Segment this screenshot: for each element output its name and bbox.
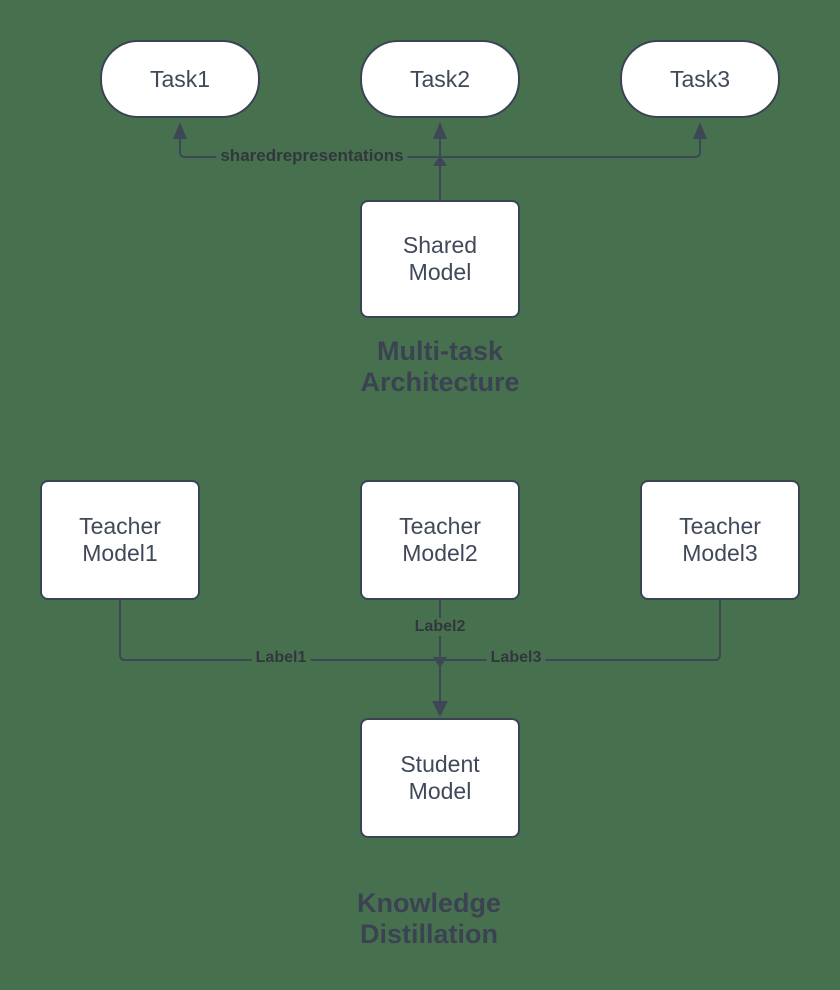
node-task1: Task1: [100, 40, 260, 118]
node-task3: Task3: [620, 40, 780, 118]
section-title-knowledge-distillation: Knowledge Distillation: [356, 888, 502, 949]
junction-chevron-up-icon: [433, 155, 447, 166]
section-title-multi-task: Multi-task Architecture: [360, 336, 520, 397]
connector-teacher3-to-junction: [440, 600, 721, 661]
node-task2: Task2: [360, 40, 520, 118]
arrowhead-task1-icon: [173, 122, 187, 139]
edge-label-label3: Label3: [486, 649, 546, 667]
node-teacher-model3: Teacher Model3: [640, 480, 800, 600]
arrowhead-task3-icon: [693, 122, 707, 139]
node-teacher-model1: Teacher Model1: [40, 480, 200, 600]
arrowhead-task2-icon: [433, 122, 447, 139]
node-teacher-model2: Teacher Model2: [360, 480, 520, 600]
node-shared-model: Shared Model: [360, 200, 520, 318]
arrowhead-student-icon: [432, 701, 448, 717]
node-student-model: Student Model: [360, 718, 520, 838]
edge-label-label1: Label1: [251, 649, 311, 667]
edge-label-label2: Label2: [410, 618, 470, 636]
junction-chevron-down-icon: [433, 657, 447, 668]
edge-label-shared-representations: sharedrepresentations: [216, 146, 408, 166]
